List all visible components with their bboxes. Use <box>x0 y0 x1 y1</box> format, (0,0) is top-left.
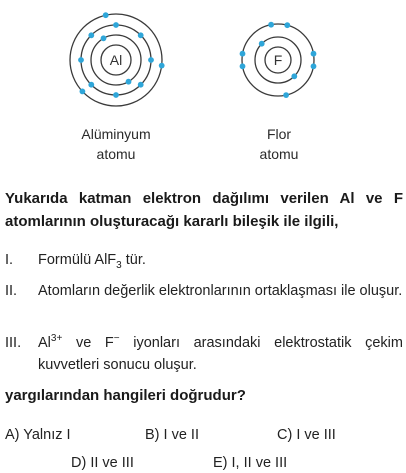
fluorine-electron <box>258 40 265 47</box>
aluminium-caption: Alüminyum atomu <box>66 124 166 164</box>
statement-1-formula-prefix: Formülü AlF <box>38 252 117 268</box>
statement-3-f-charge: − <box>113 333 120 345</box>
aluminium-electron <box>137 81 144 88</box>
question-prompt: yargılarından hangileri doğrudur? <box>5 387 246 404</box>
aluminium-shell-1 <box>90 34 142 86</box>
fluorine-caption: Flor atomu <box>229 124 329 164</box>
fluorine-electron <box>291 73 298 80</box>
fluorine-atom-diagram: F <box>239 21 317 98</box>
statement-2-number: II. <box>5 283 18 299</box>
choice-d[interactable]: D) II ve III <box>71 455 134 471</box>
statement-3-f-symbol: ve F <box>62 335 114 351</box>
fluorine-electron <box>284 22 291 29</box>
aluminium-caption-name: Alüminyum <box>81 126 151 142</box>
statement-2: II. Atomların değerlik elektronlarının o… <box>5 280 403 302</box>
aluminium-electron <box>158 62 165 69</box>
aluminium-electron <box>100 35 107 42</box>
aluminium-atom-diagram: Al <box>69 12 165 107</box>
statement-1: I. Formülü AlF3 tür. <box>5 249 403 271</box>
fluorine-nucleus <box>264 46 292 74</box>
fluorine-electron <box>239 50 246 57</box>
fluorine-electron <box>310 63 317 70</box>
fluorine-caption-atom: atomu <box>259 146 299 162</box>
aluminium-electron <box>148 57 154 63</box>
choice-a[interactable]: A) Yalnız I <box>5 427 71 443</box>
statement-3-text: Al3+ ve F− iyonları arasındaki elektrost… <box>38 332 403 376</box>
statement-1-text: Formülü AlF3 tür. <box>38 249 403 271</box>
statement-1-formula-subscript: 3 <box>116 259 122 271</box>
fluorine-electron <box>283 92 289 98</box>
fluorine-electron <box>268 21 274 28</box>
aluminium-electron <box>113 92 119 98</box>
aluminium-electron <box>102 12 109 19</box>
choice-c[interactable]: C) I ve III <box>277 427 336 443</box>
statement-1-number: I. <box>5 252 14 268</box>
aluminium-electron <box>88 32 95 39</box>
fluorine-electron <box>239 63 246 70</box>
aluminium-symbol: Al <box>110 52 122 68</box>
fluorine-symbol: F <box>274 52 283 68</box>
aluminium-electron <box>88 81 95 88</box>
statement-3: III. Al3+ ve F− iyonları arasındaki elek… <box>5 332 403 376</box>
fluorine-shell-1 <box>254 36 302 84</box>
aluminium-electron <box>113 22 119 28</box>
choice-b[interactable]: B) I ve II <box>145 427 199 443</box>
aluminium-caption-atom: atomu <box>96 146 136 162</box>
statement-2-text: Atomların değerlik elektronlarının ortak… <box>38 283 403 299</box>
atom-diagrams: Al F <box>69 12 317 107</box>
choice-e[interactable]: E) I, II ve III <box>213 455 288 471</box>
fluorine-shell-2 <box>241 23 315 97</box>
aluminium-electron <box>125 78 132 85</box>
statement-3-number: III. <box>5 335 22 351</box>
aluminium-electron <box>137 32 144 39</box>
statement-1-suffix: tür. <box>121 252 146 268</box>
fluorine-caption-name: Flor <box>266 126 292 142</box>
statement-3-suffix: iyonları arasındaki elektrostatik çekim … <box>38 335 403 373</box>
aluminium-nucleus <box>100 44 132 76</box>
statement-3-al-symbol: Al <box>38 335 51 351</box>
aluminium-shell-3 <box>69 13 163 107</box>
statement-3-al-charge: 3+ <box>50 333 63 345</box>
question-stem: Yukarıda katman elektron dağılımı verile… <box>5 190 403 230</box>
aluminium-electron <box>78 57 84 63</box>
aluminium-electron <box>79 88 86 95</box>
fluorine-electron <box>310 50 317 57</box>
